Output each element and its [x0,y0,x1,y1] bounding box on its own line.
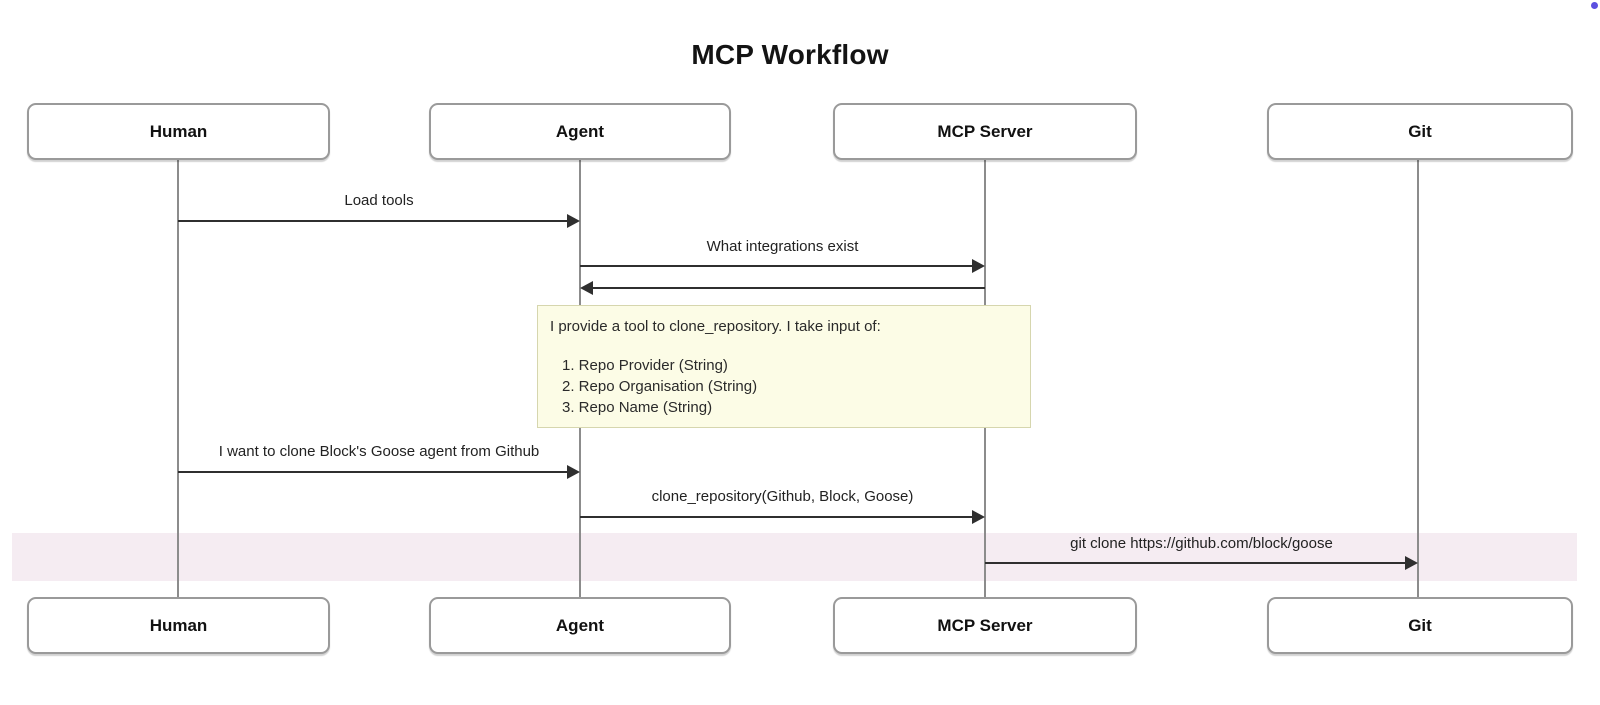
message-label-load-tools: Load tools [344,192,414,209]
actor-git-top: Git [1267,103,1573,160]
message-line [593,287,985,289]
message-line [580,265,972,267]
arrowhead-right-icon [972,510,985,524]
message-line [178,471,569,473]
note-box: I provide a tool to clone_repository. I … [537,305,1031,428]
message-line [178,220,569,222]
message-label-git-clone: git clone https://github.com/block/goose [1070,535,1333,552]
note-item: 1. Repo Provider (String) [562,357,728,374]
actor-agent-bottom: Agent [429,597,731,654]
corner-dot [1591,2,1598,9]
actor-mcp-server-top: MCP Server [833,103,1137,160]
lifeline-git [1417,160,1419,597]
actor-human-top: Human [27,103,330,160]
message-label-what-integrations: What integrations exist [706,238,859,255]
arrowhead-right-icon [567,465,580,479]
actor-agent-top: Agent [429,103,731,160]
note-intro: I provide a tool to clone_repository. I … [550,318,881,335]
message-line [580,516,972,518]
note-item: 3. Repo Name (String) [562,399,713,416]
actor-git-bottom: Git [1267,597,1573,654]
diagram-title: MCP Workflow [691,39,889,70]
arrowhead-right-icon [567,214,580,228]
message-label-clone-request: I want to clone Block's Goose agent from… [218,443,540,460]
highlight-band [12,533,1577,581]
note-item: 2. Repo Organisation (String) [562,378,758,395]
message-line [985,562,1405,564]
actor-mcp-server-bottom: MCP Server [833,597,1137,654]
message-label-clone-repository-call: clone_repository(Github, Block, Goose) [651,488,914,505]
actor-human-bottom: Human [27,597,330,654]
arrowhead-left-icon [580,281,593,295]
lifeline-human [177,160,179,597]
arrowhead-right-icon [1405,556,1418,570]
arrowhead-right-icon [972,259,985,273]
